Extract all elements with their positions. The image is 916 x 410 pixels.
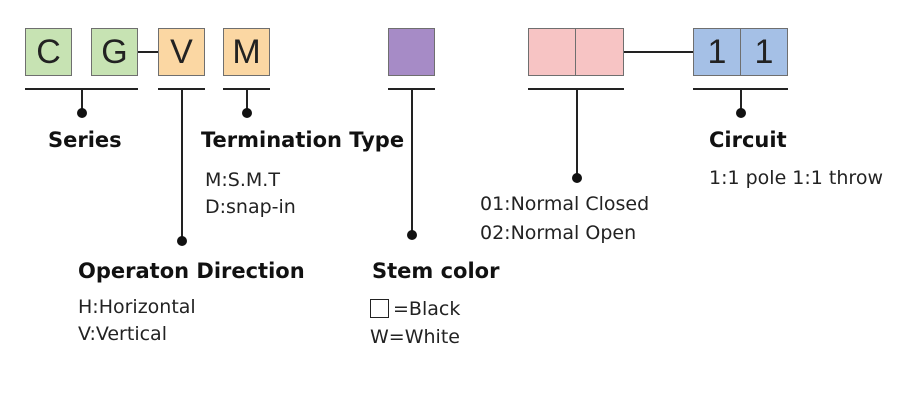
series-heading: Series <box>48 128 122 152</box>
termination-heading: Termination Type <box>201 128 405 152</box>
contact-option-1: 01:Normal Closed <box>480 193 650 215</box>
series-leader <box>81 89 83 113</box>
operation-code-box: V <box>158 28 205 76</box>
contact-code-box-2 <box>575 28 624 76</box>
operation-leader <box>181 89 183 241</box>
termination-code-letter: M <box>232 32 261 71</box>
operation-underline <box>158 88 205 90</box>
circuit-option-1: 1:1 pole 1:1 throw <box>709 167 883 189</box>
termination-option-1: M:S.M.T <box>205 169 280 191</box>
termination-leader <box>246 89 248 113</box>
termination-code-box: M <box>223 28 270 76</box>
stem-underline <box>388 88 435 90</box>
empty-square-icon <box>370 299 389 318</box>
stem-option-1: =Black <box>370 296 460 322</box>
contact-leader <box>576 89 578 178</box>
circuit-heading: Circuit <box>709 128 787 152</box>
contact-underline <box>528 88 624 90</box>
stem-color-box <box>388 28 435 76</box>
series-code-box-2: G <box>91 28 138 76</box>
series-dot <box>77 108 87 118</box>
contact-code-box-1 <box>528 28 576 76</box>
circuit-leader <box>740 89 742 113</box>
stem-color-heading: Stem color <box>372 259 500 283</box>
series-code-letter-2: G <box>101 32 128 71</box>
contact-dot <box>572 173 582 183</box>
operation-option-2: V:Vertical <box>78 323 167 345</box>
termination-underline <box>223 88 270 90</box>
termination-dot <box>242 108 252 118</box>
termination-option-2: D:snap-in <box>205 196 296 218</box>
circuit-underline <box>693 88 788 90</box>
series-code-letter-1: C <box>36 32 61 71</box>
series-code-box-1: C <box>25 28 72 76</box>
stem-leader <box>411 89 413 235</box>
stem-option-2: W=White <box>370 326 460 348</box>
connector-series-operation <box>138 51 158 53</box>
stem-dot <box>407 230 417 240</box>
operation-code-letter: V <box>170 32 193 71</box>
operation-heading: Operaton Direction <box>78 259 305 283</box>
circuit-code-box-1: 1 <box>693 28 741 76</box>
operation-dot <box>177 236 187 246</box>
stem-option-1-label: =Black <box>393 298 461 320</box>
operation-option-1: H:Horizontal <box>78 296 196 318</box>
circuit-code-box-2: 1 <box>740 28 788 76</box>
circuit-code-digit-2: 1 <box>754 32 774 71</box>
circuit-code-digit-1: 1 <box>707 32 727 71</box>
series-underline <box>25 88 138 90</box>
contact-option-2: 02:Normal Open <box>480 222 637 244</box>
circuit-dot <box>736 108 746 118</box>
connector-contact-circuit <box>624 51 693 53</box>
